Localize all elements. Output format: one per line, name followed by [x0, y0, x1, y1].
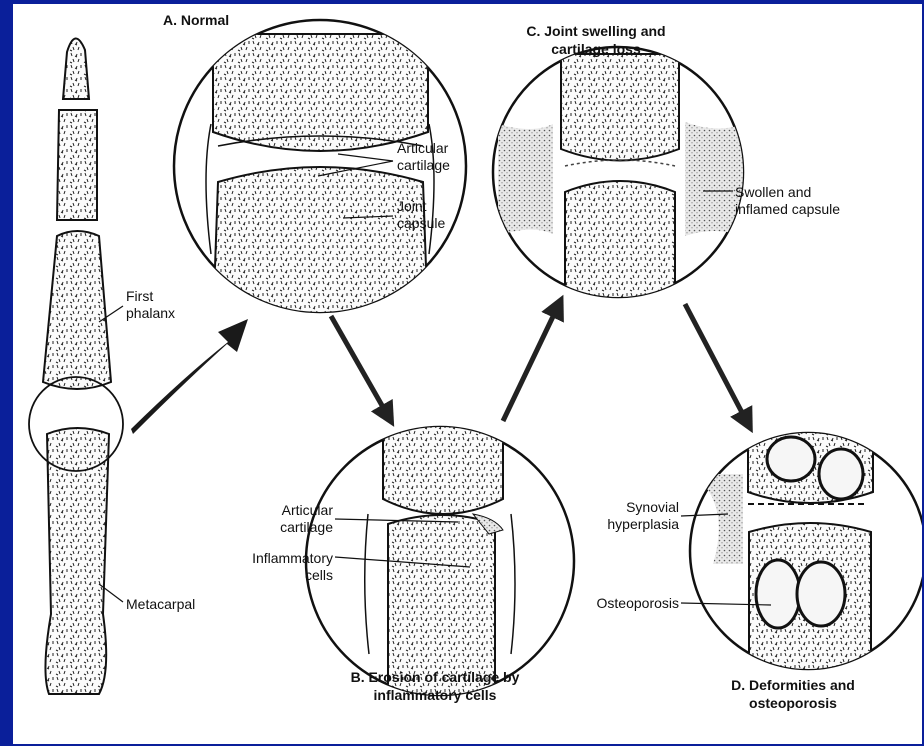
- joint-diagram-art: [13, 4, 922, 744]
- c-swollen-capsule-label: Swollen and inflamed capsule: [735, 184, 840, 218]
- b-articular-cartilage-label: Articular cartilage: [213, 502, 333, 536]
- first-phalanx-label: First phalanx: [126, 288, 175, 322]
- d-osteoporosis-label: Osteoporosis: [569, 595, 679, 612]
- panel-c-title: C. Joint swelling and cartilage loss: [511, 22, 681, 58]
- a-joint-capsule-label: Joint capsule: [397, 198, 445, 232]
- b-inflammatory-cells-label: Inflammatory cells: [203, 550, 333, 584]
- panel-b-erosion: [306, 422, 574, 704]
- panel-c-swelling: [493, 47, 743, 304]
- panel-b-title: B. Erosion of cartilage by inflammatory …: [335, 668, 535, 704]
- metacarpal-label: Metacarpal: [126, 596, 195, 613]
- finger-bones: [29, 38, 123, 694]
- panel-a-title: A. Normal: [163, 11, 229, 29]
- panel-d-title: D. Deformities and osteoporosis: [713, 676, 873, 712]
- d-synovial-hyperplasia-label: Synovial hyperplasia: [569, 499, 679, 533]
- slide: A. Normal B. Erosion of cartilage by inf…: [13, 4, 922, 744]
- panel-d-deformities: [681, 424, 922, 674]
- a-articular-cartilage-label: Articular cartilage: [397, 140, 450, 174]
- progression-arrows: [131, 304, 747, 434]
